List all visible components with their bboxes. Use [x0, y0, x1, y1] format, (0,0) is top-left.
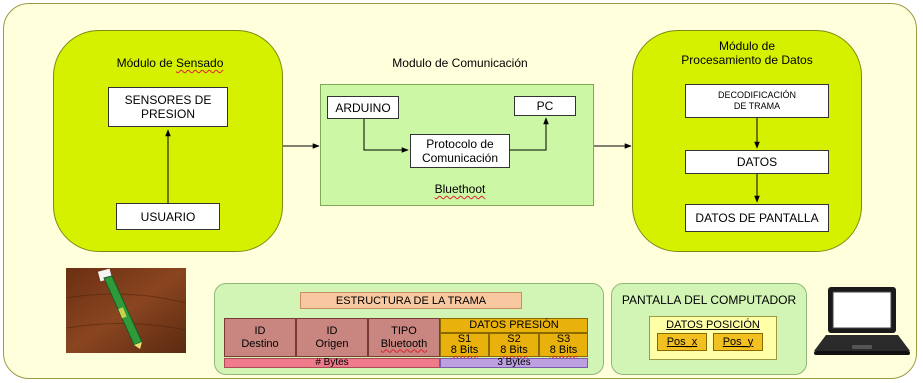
procesamiento-title-line1: Módulo de — [718, 39, 776, 53]
sensado-title-prefix: Módulo de — [116, 56, 176, 70]
laptop-icon — [812, 285, 912, 357]
sensors-label-line2: PRESION — [140, 107, 195, 121]
protocol-box: Protocolo de Comunicación — [410, 134, 510, 168]
protocol-label-line2: Comunicación — [421, 151, 499, 165]
decode-box: DECODIFICACIÓN DE TRAMA — [685, 84, 829, 118]
decode-label-line2: DE TRAMA — [733, 101, 781, 111]
user-box: USUARIO — [116, 203, 220, 230]
datos-label: DATOS — [736, 155, 778, 169]
frame-field-id-origen: ID Origen — [296, 318, 368, 357]
sensado-title: Módulo de Sensado — [90, 56, 250, 70]
protocol-label-line1: Protocolo de — [426, 137, 494, 151]
pos-x-field: Pos_x — [657, 333, 707, 351]
pos-y-field: Pos_y — [713, 333, 763, 351]
pantalla-box: DATOS DE PANTALLA — [685, 204, 829, 232]
pantalla-title: PANTALLA DEL COMPUTADOR — [621, 293, 797, 307]
bluetooth-label: Bluethoot — [434, 182, 486, 196]
comunicacion-title: Modulo de Comunicación — [392, 56, 528, 70]
pc-label: PC — [536, 99, 554, 113]
frame-field-s3: S3 8 Bits — [539, 333, 588, 357]
frame-field-s1: S1 8 Bits — [440, 333, 489, 357]
sensors-label-line1: SENSORES DE — [124, 93, 212, 107]
frame-field-id-destino: ID Destino — [224, 318, 296, 357]
sensado-title-word: Sensado — [176, 56, 224, 70]
pressure-pen-photo — [66, 268, 186, 353]
procesamiento-title: Módulo de Procesamiento de Datos — [672, 39, 822, 67]
sensors-box: SENSORES DE PRESION — [108, 87, 228, 127]
frame-field-tipo: TIPO Bluetooth — [368, 318, 440, 357]
trama-title: ESTRUCTURA DE LA TRAMA — [300, 292, 522, 309]
datos-box: DATOS — [685, 150, 829, 174]
arduino-label: ARDUINO — [335, 100, 391, 115]
bytes-bar-right: 3 Bytes — [440, 358, 588, 368]
posicion-label: DATOS POSICIÓN — [666, 319, 760, 331]
pantalla-label: DATOS DE PANTALLA — [695, 211, 819, 225]
arduino-box: ARDUINO — [327, 96, 399, 119]
decode-label-line1: DECODIFICACIÓN — [717, 90, 796, 100]
frame-field-datos-presion: DATOS PRESIÓN — [440, 318, 588, 333]
user-label: USUARIO — [140, 209, 196, 224]
pc-box: PC — [514, 96, 576, 116]
frame-field-s2: S2 8 Bits — [489, 333, 539, 357]
bytes-bar-left: # Bytes — [224, 358, 440, 368]
procesamiento-title-line2: Procesamiento de Datos — [681, 53, 813, 67]
